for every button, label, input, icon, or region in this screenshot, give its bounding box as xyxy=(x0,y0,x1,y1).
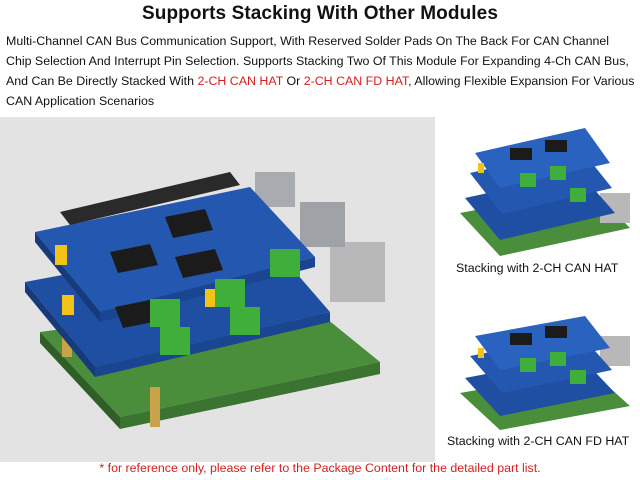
description-text-1: Multi-Channel CAN Bus Communication Supp… xyxy=(6,34,629,88)
description: Multi-Channel CAN Bus Communication Supp… xyxy=(6,31,636,111)
caption-stacking-can-fd-hat: Stacking with 2-CH CAN FD HAT xyxy=(447,434,630,448)
link-2ch-can-hat: 2-CH CAN HAT xyxy=(197,74,284,88)
stacking-can-hat-photo xyxy=(450,118,640,260)
stacking-can-fd-hat-photo xyxy=(450,308,640,433)
link-2ch-can-fd-hat: 2-CH CAN FD HAT xyxy=(303,74,409,88)
main-product-photo xyxy=(0,117,435,462)
caption-stacking-can-hat: Stacking with 2-CH CAN HAT xyxy=(456,261,619,275)
description-text-2: Or xyxy=(283,74,304,88)
page-title: Supports Stacking With Other Modules xyxy=(142,3,498,24)
description-text-3: , Allowing Flexible Expansion For Variou… xyxy=(6,74,635,108)
footnote: * for reference only, please refer to th… xyxy=(99,461,541,475)
